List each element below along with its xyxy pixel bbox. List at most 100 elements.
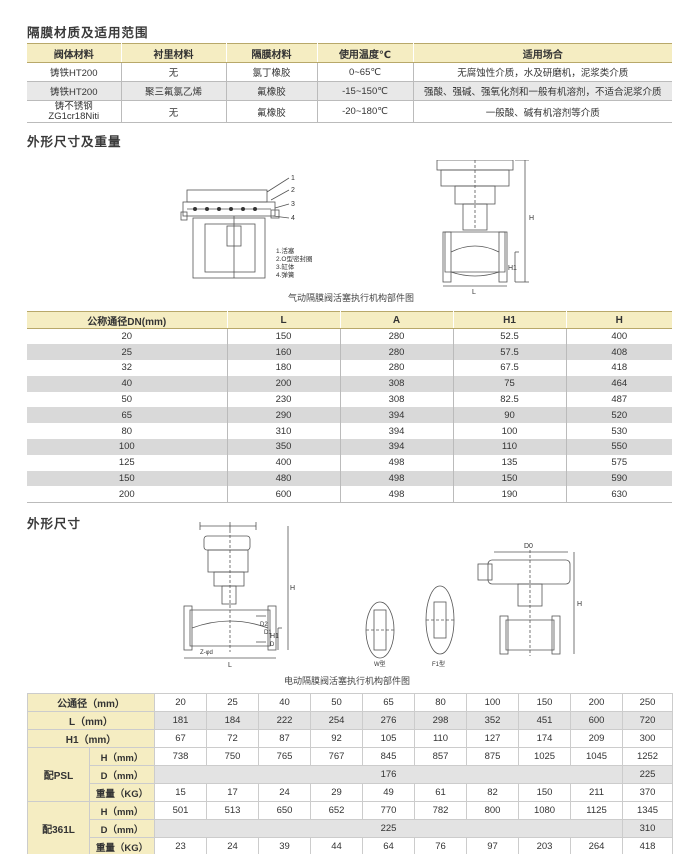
table-cell: 76 <box>414 837 468 854</box>
table-cell: 110 <box>453 439 567 455</box>
legend-item: 2.O型密封圈 <box>276 256 313 263</box>
dim-label: D1 <box>264 630 272 636</box>
table-cell: 225 <box>154 819 624 838</box>
legend-item: 4.弹簧 <box>276 272 295 279</box>
materials-header: 隔膜材料 <box>226 43 318 63</box>
table-cell: 308 <box>340 375 454 392</box>
table-cell: 630 <box>566 486 672 503</box>
dim-label: L <box>472 289 476 295</box>
dim-label: H <box>577 601 582 608</box>
row-label: L（mm） <box>26 711 156 730</box>
table-row: 铸铁HT200 无 氯丁橡胶 0~65℃ 无腐蚀性介质，水及研磨机，泥浆类介质 <box>27 62 672 82</box>
w-type-label: W型 <box>374 660 386 668</box>
table-cell: 无 <box>121 100 227 123</box>
figure2-caption: 电动隔膜阀活塞执行机构部件图 <box>284 676 411 686</box>
table-cell: 1025 <box>518 747 572 766</box>
table-cell: 1080 <box>518 801 572 820</box>
materials-header: 使用温度℃ <box>317 43 414 63</box>
table-cell: 20 <box>27 328 228 345</box>
row-label: H（mm） <box>88 801 156 820</box>
table-cell: 300 <box>622 729 674 748</box>
table-cell: 480 <box>227 470 341 487</box>
materials-section-title: 隔膜材质及适用范围 <box>27 26 149 40</box>
callout-number: 2 <box>291 187 295 194</box>
table-cell: 230 <box>227 391 341 408</box>
figure1-caption: 气动隔膜阀活塞执行机构部件图 <box>288 293 415 303</box>
table-cell: 铸铁HT200 <box>27 81 122 101</box>
group-label: 配361L <box>27 801 90 854</box>
table-cell: 150 <box>27 470 228 487</box>
table-cell: 782 <box>414 801 468 820</box>
materials-header: 衬里材料 <box>121 43 227 63</box>
table-cell: 铸铁HT200 <box>27 62 122 82</box>
table-cell: 39 <box>258 837 312 854</box>
table-cell: 一般酸、碱有机溶剂等介质 <box>413 100 672 123</box>
materials-header: 阀体材料 <box>27 43 122 63</box>
table-cell: 394 <box>340 407 454 424</box>
table-cell: 52.5 <box>453 328 567 345</box>
table-cell: 408 <box>566 344 672 361</box>
table-cell: 280 <box>340 328 454 345</box>
table-cell: 370 <box>622 783 674 802</box>
table-cell: 652 <box>310 801 364 820</box>
table-cell: 400 <box>227 454 341 471</box>
table-cell: 40 <box>27 375 228 392</box>
parts-legend: 1.活塞 2.O型密封圈 3.缸体 4.弹簧 <box>276 248 312 280</box>
table-cell: 800 <box>466 801 520 820</box>
table-cell: 1125 <box>570 801 624 820</box>
dims-header: 公称通径DN(mm) <box>27 311 228 329</box>
dims-header: H <box>566 311 672 329</box>
table-cell: 82.5 <box>453 391 567 408</box>
table-cell: 100 <box>27 439 228 455</box>
table-cell: 310 <box>227 423 341 440</box>
table-cell: 1045 <box>570 747 624 766</box>
dims-header-row: 公称通径DN(mm) L A H1 H <box>27 311 672 329</box>
table-cell: 65 <box>362 693 416 712</box>
table-cell: 20 <box>154 693 208 712</box>
table-cell: 67.5 <box>453 360 567 376</box>
pneumatic-actuator-drawing: 1 2 3 4 A H H1 L <box>180 160 534 295</box>
table-cell: 127 <box>466 729 520 748</box>
dim-label: H1 <box>508 265 517 272</box>
table-cell: 530 <box>611 425 628 437</box>
table-cell: 418 <box>611 362 628 374</box>
table-cell: 40 <box>258 693 312 712</box>
row-label: H（mm） <box>88 747 156 766</box>
table-cell: 590 <box>566 470 672 487</box>
electric-actuator-drawing: L3 L2 H H1 D2 D1 D Z-φd L W型 F1型 D0 H <box>183 522 582 669</box>
callout-number: 1 <box>291 175 295 182</box>
table-cell: 750 <box>206 747 260 766</box>
table-cell: 32 <box>27 360 228 376</box>
table-cell: 150 <box>518 783 572 802</box>
table-cell: 100 <box>466 693 520 712</box>
table-cell: 310 <box>622 819 674 838</box>
table-cell: 225 <box>622 765 674 784</box>
table-cell: 180 <box>227 360 341 376</box>
table-cell: 50 <box>310 693 364 712</box>
table-cell: 394 <box>340 423 454 440</box>
table-cell: 174 <box>518 729 572 748</box>
row-label: 重量（KG） <box>88 783 156 802</box>
f1-type-label: F1型 <box>432 660 445 668</box>
dims-header: A <box>340 311 454 329</box>
table-cell: 464 <box>566 375 672 392</box>
table-cell: 600 <box>227 486 341 503</box>
table-cell: 氟橡胶 <box>226 81 318 101</box>
table-cell: 15 <box>154 783 208 802</box>
table-cell: 280 <box>340 344 454 361</box>
table-cell: 72 <box>206 729 260 748</box>
table-cell: 501 <box>154 801 208 820</box>
table-cell: 550 <box>566 439 672 455</box>
dim-label: L <box>228 662 232 669</box>
table-cell: 150 <box>227 328 341 345</box>
table-cell: 254 <box>310 711 364 730</box>
